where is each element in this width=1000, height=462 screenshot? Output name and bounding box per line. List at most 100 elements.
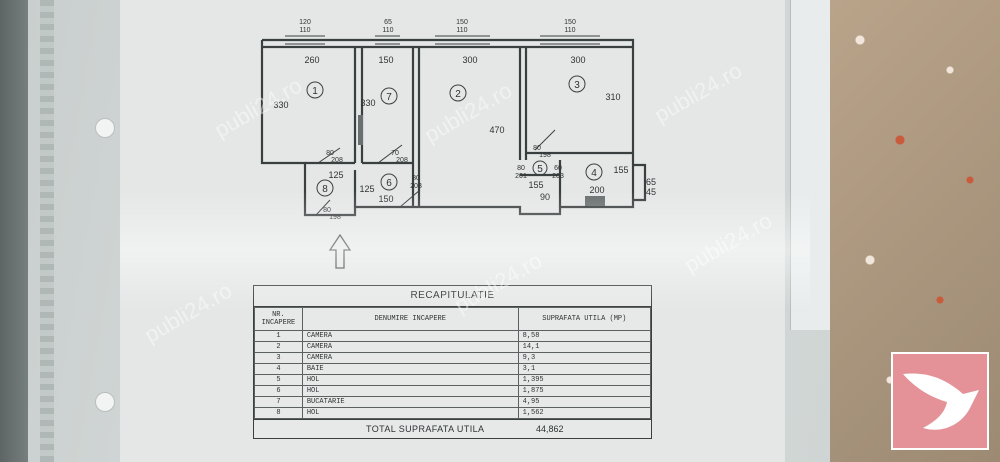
- dim-label: 65: [646, 177, 656, 187]
- punch-hole: [95, 118, 115, 138]
- room-label-4: 4: [591, 168, 597, 179]
- door-mark: 201: [515, 173, 527, 180]
- dim-label: 200: [589, 185, 604, 195]
- dim-label: 90: [540, 192, 550, 202]
- cell-name: BUCATARIE: [301, 396, 519, 408]
- cell-number: 1: [254, 330, 303, 342]
- door-mark: 80: [412, 175, 420, 182]
- dim-label: 150: [378, 55, 393, 65]
- dim-label: 470: [489, 125, 504, 135]
- dim-label: 330: [273, 100, 288, 110]
- room-label-8: 8: [322, 184, 328, 195]
- room-label-3: 3: [574, 80, 580, 91]
- table-row: 1 CAMERA 8,58: [254, 330, 652, 342]
- table-title: RECAPITULATIE: [254, 286, 651, 307]
- window-mark: 110: [382, 27, 393, 34]
- dim-label: 330: [360, 98, 375, 108]
- room-label-2: 2: [455, 89, 461, 100]
- dim-label: 125: [359, 184, 374, 194]
- cell-name: CAMERA: [301, 341, 519, 353]
- cell-area: 1,562: [517, 407, 652, 419]
- table-row: 4 BAIE 3,1: [254, 363, 652, 375]
- cell-number: 5: [254, 374, 303, 386]
- door-mark: 70: [391, 150, 399, 157]
- area-table: NR. INCAPERE DENUMIRE INCAPERE SUPRAFATA…: [254, 307, 652, 419]
- total-value: 44,862: [536, 424, 564, 434]
- room-label-1: 1: [312, 86, 318, 97]
- cell-name: BAIE: [301, 363, 519, 375]
- room-label-7: 7: [386, 92, 392, 103]
- outer-wall: [260, 40, 635, 217]
- cell-number: 7: [254, 396, 303, 408]
- window-mark: 65: [384, 19, 392, 26]
- dim-label: 125: [328, 170, 343, 180]
- dim-label: 310: [605, 92, 620, 102]
- cell-number: 8: [254, 407, 303, 419]
- entrance-arrow-icon: [328, 233, 352, 269]
- door-mark: 198: [539, 152, 551, 159]
- room-label-5: 5: [537, 164, 543, 175]
- door-mark: 208: [331, 157, 343, 164]
- window-mark: 110: [564, 27, 575, 34]
- total-row: TOTAL SUPRAFATA UTILA 44,862: [254, 419, 651, 438]
- table-row: 7 BUCATARIE 4,95: [254, 396, 652, 408]
- dim-label: 300: [462, 55, 477, 65]
- header-room-number: NR. INCAPERE: [254, 307, 303, 331]
- punch-hole: [95, 392, 115, 412]
- window-mark: 110: [299, 27, 310, 34]
- dim-label: 260: [304, 55, 319, 65]
- door-mark: 203: [410, 183, 422, 190]
- table-row: 6 HOL 1,875: [254, 385, 652, 397]
- door-mark: 80: [533, 145, 541, 152]
- cell-name: HOL: [301, 407, 519, 419]
- door-mark: 60: [554, 165, 562, 172]
- sleeve-binding-edge: [40, 0, 54, 462]
- table-row: 8 HOL 1,562: [254, 407, 652, 419]
- window-mark: 120: [299, 19, 311, 26]
- bath-fixture: [585, 196, 605, 206]
- window-mark: 150: [456, 19, 468, 26]
- dim-label: 45: [646, 187, 656, 197]
- dim-label: 155: [613, 165, 628, 175]
- total-label: TOTAL SUPRAFATA UTILA: [366, 424, 485, 434]
- dim-label: 300: [570, 55, 585, 65]
- room-label-6: 6: [386, 178, 392, 189]
- door-mark: 80: [326, 150, 334, 157]
- cell-area: 9,3: [517, 352, 652, 364]
- header-area: SUPRAFATA UTILA (MP): [517, 307, 652, 331]
- dim-label: 150: [378, 194, 393, 204]
- cell-number: 4: [254, 363, 303, 375]
- door-mark: 80: [517, 165, 525, 172]
- table-row: 3 CAMERA 9,3: [254, 352, 652, 364]
- cell-name: HOL: [301, 374, 519, 386]
- cell-area: 4,95: [517, 396, 652, 408]
- cell-name: CAMERA: [301, 330, 519, 342]
- cell-area: 14,1: [517, 341, 652, 353]
- door-mark: 80: [323, 207, 331, 214]
- table-row: 2 CAMERA 14,1: [254, 341, 652, 353]
- cell-name: HOL: [301, 385, 519, 397]
- window-mark: 110: [456, 27, 467, 34]
- cell-number: 3: [254, 352, 303, 364]
- cell-area: 3,1: [517, 363, 652, 375]
- door-mark: 203: [552, 173, 564, 180]
- kitchen-counter: [358, 115, 363, 145]
- cell-number: 2: [254, 341, 303, 353]
- cell-number: 6: [254, 385, 303, 397]
- recapitulation-table: RECAPITULATIE NR. INCAPERE DENUMIRE INCA…: [253, 285, 652, 439]
- back-sheet: [790, 0, 836, 330]
- header-room-name: DENUMIRE INCAPERE: [301, 307, 519, 331]
- cell-area: 1,875: [517, 385, 652, 397]
- bird-logo-icon: [891, 352, 989, 450]
- dim-label: 155: [528, 180, 543, 190]
- door-mark: 208: [396, 157, 408, 164]
- table-row: 5 HOL 1,395: [254, 374, 652, 386]
- cell-name: CAMERA: [301, 352, 519, 364]
- outer-wall: [262, 38, 635, 153]
- cell-area: 8,58: [517, 330, 652, 342]
- door-mark: 198: [329, 214, 341, 221]
- window-mark: 150: [564, 19, 576, 26]
- cell-area: 1,395: [517, 374, 652, 386]
